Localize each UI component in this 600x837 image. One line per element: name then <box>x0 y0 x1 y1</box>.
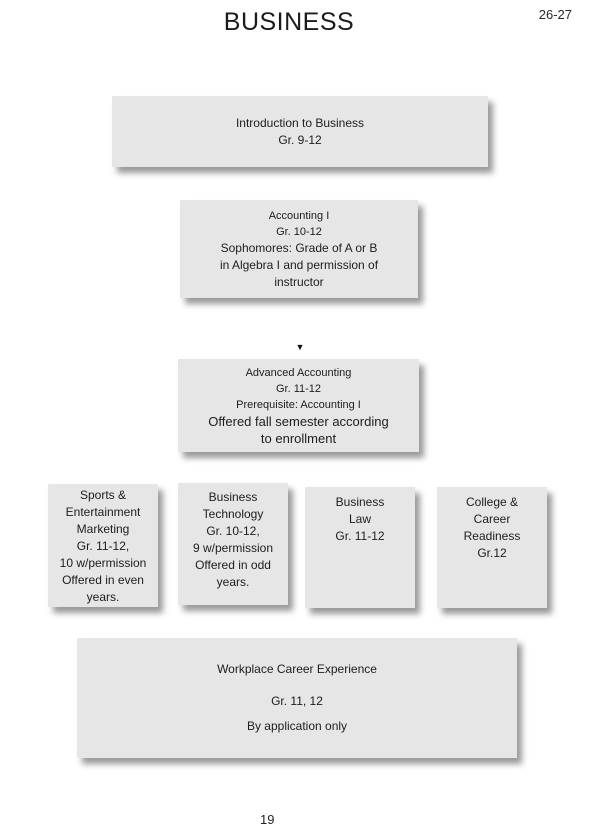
box-line: Entertainment <box>65 505 141 519</box>
course-box-accounting-1: Accounting I Gr. 10-12 Sophomores: Grade… <box>180 200 418 298</box>
box-line: Gr. 9-12 <box>278 132 322 147</box>
box-line: Gr. 11-12, <box>76 539 130 553</box>
box-line: Advanced Accounting <box>245 366 352 379</box>
course-box-workplace-career-experience: Workplace Career Experience Gr. 11, 12 B… <box>77 638 517 758</box>
box-line: to enrollment <box>260 430 337 446</box>
box-line: Sports & <box>79 488 127 502</box>
course-box-business-law: Business Law Gr. 11-12 <box>305 487 415 608</box>
box-line: Introduction to Business <box>235 115 365 130</box>
box-line: By application only <box>246 719 348 733</box>
box-line: years. <box>216 575 250 589</box>
box-line: Law <box>348 512 371 526</box>
box-line: Readiness <box>463 529 521 543</box>
course-box-business-technology: Business Technology Gr. 10-12, 9 w/permi… <box>178 483 288 605</box>
box-line: years. <box>86 590 120 604</box>
box-line: instructor <box>274 274 324 289</box>
box-line: Marketing <box>76 522 130 536</box>
box-line: College & <box>465 495 519 509</box>
box-line: Gr. 10-12, <box>206 524 260 538</box>
box-line: Prerequisite: Accounting I <box>236 398 361 411</box>
box-line: Offered fall semester according <box>208 413 389 429</box>
box-line: Offered in even <box>62 573 144 587</box>
box-line: Gr. 11-12 <box>335 529 385 543</box>
box-line: Gr. 10-12 <box>276 225 322 238</box>
box-line: 9 w/permission <box>192 541 274 555</box>
box-line: Business <box>335 495 385 509</box>
page-number: 19 <box>260 812 275 827</box>
box-line: Gr.12 <box>477 546 507 560</box>
box-line: Gr. 11, 12 <box>271 694 323 708</box>
box-line: 10 w/permission <box>59 556 147 570</box>
course-box-sports-entertainment-marketing: Sports & Entertainment Marketing Gr. 11-… <box>48 484 158 607</box>
arrow-down-icon: ▼ <box>295 342 305 352</box>
box-line: Business <box>208 490 258 504</box>
box-line: Technology <box>202 507 264 521</box>
course-box-introduction-to-business: Introduction to Business Gr. 9-12 <box>112 96 488 167</box>
box-line: Career <box>473 512 511 526</box>
box-line: Sophomores: Grade of A or B <box>220 240 378 255</box>
box-line: Offered in odd <box>195 558 271 572</box>
course-box-college-career-readiness: College & Career Readiness Gr.12 <box>437 487 547 608</box>
box-line: Gr. 11-12 <box>275 382 322 395</box>
box-line: in Algebra I and permission of <box>219 257 379 272</box>
page-ref: 26-27 <box>538 7 572 22</box>
page-title: BUSINESS <box>223 8 355 36</box>
course-box-advanced-accounting: Advanced Accounting Gr. 11-12 Prerequisi… <box>178 359 419 452</box>
box-line: Accounting I <box>268 209 330 222</box>
box-line: Workplace Career Experience <box>217 662 377 676</box>
